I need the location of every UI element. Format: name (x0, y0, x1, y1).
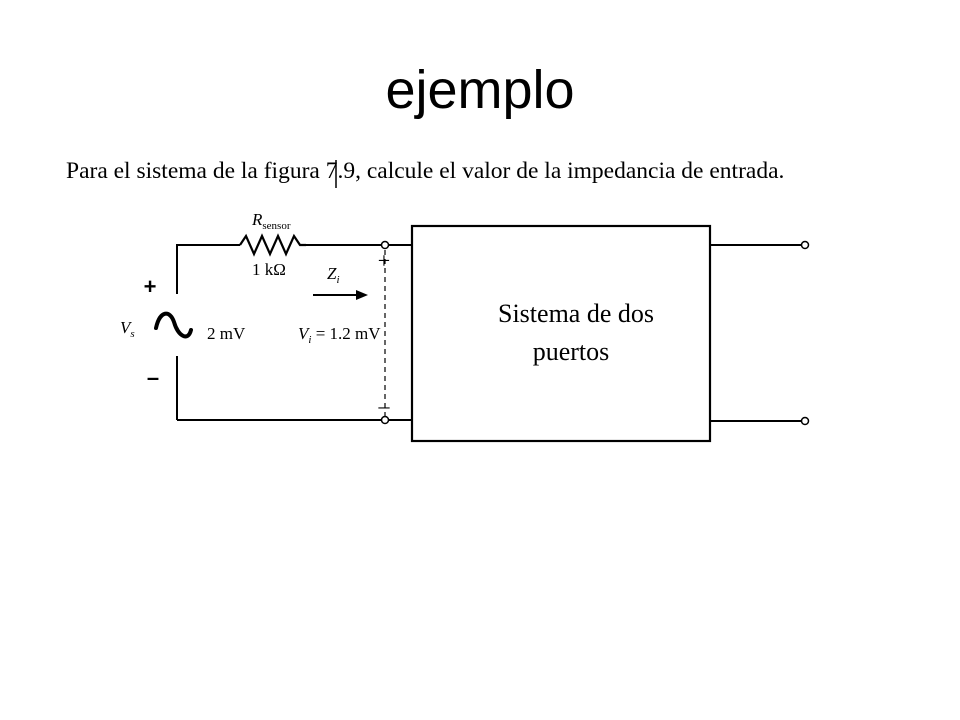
problem-statement: Para el sistema de la figura 7.9, calcul… (66, 158, 785, 184)
wires (176, 244, 802, 422)
source-voltage-value: 2 mV (207, 324, 246, 343)
source-minus-sign: – (147, 365, 159, 390)
arrow-right-icon (313, 290, 368, 300)
input-voltage-label: Vi = 1.2 mV (298, 324, 381, 346)
terminal-output-bottom (800, 416, 810, 426)
slide-title: ejemplo (385, 60, 575, 120)
source-voltage-label: Vs (120, 318, 135, 340)
terminal-output-top (800, 240, 810, 250)
input-voltage-subscript: i (308, 334, 311, 346)
resistor-icon (239, 233, 306, 257)
terminal-input-top (380, 240, 390, 250)
input-voltage-symbol: V (298, 324, 311, 343)
terminal-input-bottom (380, 415, 390, 425)
ac-source-icon (154, 311, 193, 339)
input-impedance-symbol: Z (327, 264, 337, 283)
resistor-label: Rsensor (251, 210, 291, 232)
input-plus-sign: + (378, 248, 390, 273)
resistor-value: 1 kΩ (252, 260, 286, 279)
resistor-subscript: sensor (262, 220, 290, 232)
source-voltage-subscript: s (130, 328, 134, 340)
input-impedance-subscript: i (336, 274, 339, 286)
input-impedance-label: Zi (327, 264, 340, 286)
input-voltage-equation: = 1.2 mV (311, 324, 381, 343)
system-label-line2: puertos (533, 337, 610, 366)
source-plus-sign: + (144, 274, 157, 299)
wire-top-left (176, 244, 240, 294)
two-port-system-box (410, 224, 712, 443)
resistor-symbol: R (251, 210, 263, 229)
source-voltage-symbol: V (120, 318, 133, 337)
system-label-line1: Sistema de dos (498, 299, 654, 328)
input-minus-sign: – (378, 393, 391, 418)
